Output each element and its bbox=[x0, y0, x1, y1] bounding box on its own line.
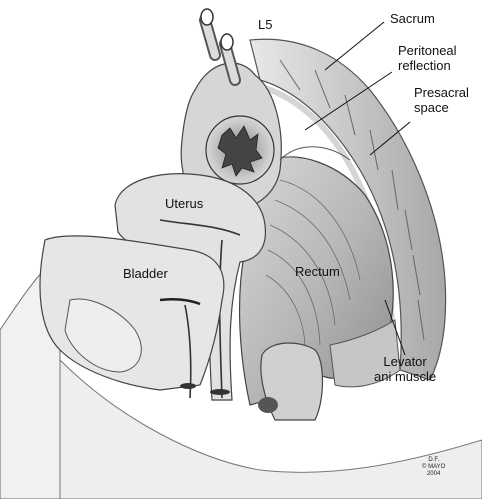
label-uterus: Uterus bbox=[165, 196, 204, 211]
signature-year: 2004 bbox=[426, 471, 441, 477]
label-peritoneal-line-2: reflection bbox=[398, 58, 451, 73]
label-peritoneal-reflection: Peritoneal reflection bbox=[398, 43, 457, 73]
label-levator-ani-muscle: Levator ani muscle bbox=[374, 354, 436, 384]
perineal-openings bbox=[180, 383, 278, 413]
signature-copyright: © MAYO bbox=[422, 464, 446, 470]
leader-lines bbox=[304, 21, 411, 356]
vessels bbox=[199, 8, 241, 86]
buttock-contour bbox=[59, 358, 482, 500]
pubic-bone bbox=[64, 298, 142, 373]
bladder-lumen bbox=[159, 297, 201, 306]
rectum-folds bbox=[265, 179, 361, 351]
label-l5: L5 bbox=[258, 17, 273, 32]
label-peritoneal-line-1: Peritoneal bbox=[398, 43, 457, 58]
levator-muscle bbox=[329, 319, 401, 388]
label-levator-line-1: Levator bbox=[383, 354, 427, 369]
peritoneal-line bbox=[279, 146, 351, 161]
colon-mucosa bbox=[217, 125, 263, 177]
label-rectum: Rectum bbox=[295, 264, 340, 279]
label-levator-line-2: ani muscle bbox=[374, 369, 437, 384]
label-presacral-space: Presacral space bbox=[414, 85, 469, 115]
artist-signature: D.F. © MAYO 2004 bbox=[422, 457, 445, 478]
signature-initials: D.F. bbox=[428, 457, 439, 463]
label-presacral-line-2: space bbox=[414, 100, 449, 115]
label-presacral-line-1: Presacral bbox=[414, 85, 469, 100]
label-sacrum: Sacrum bbox=[390, 11, 435, 26]
label-bladder: Bladder bbox=[123, 266, 168, 281]
